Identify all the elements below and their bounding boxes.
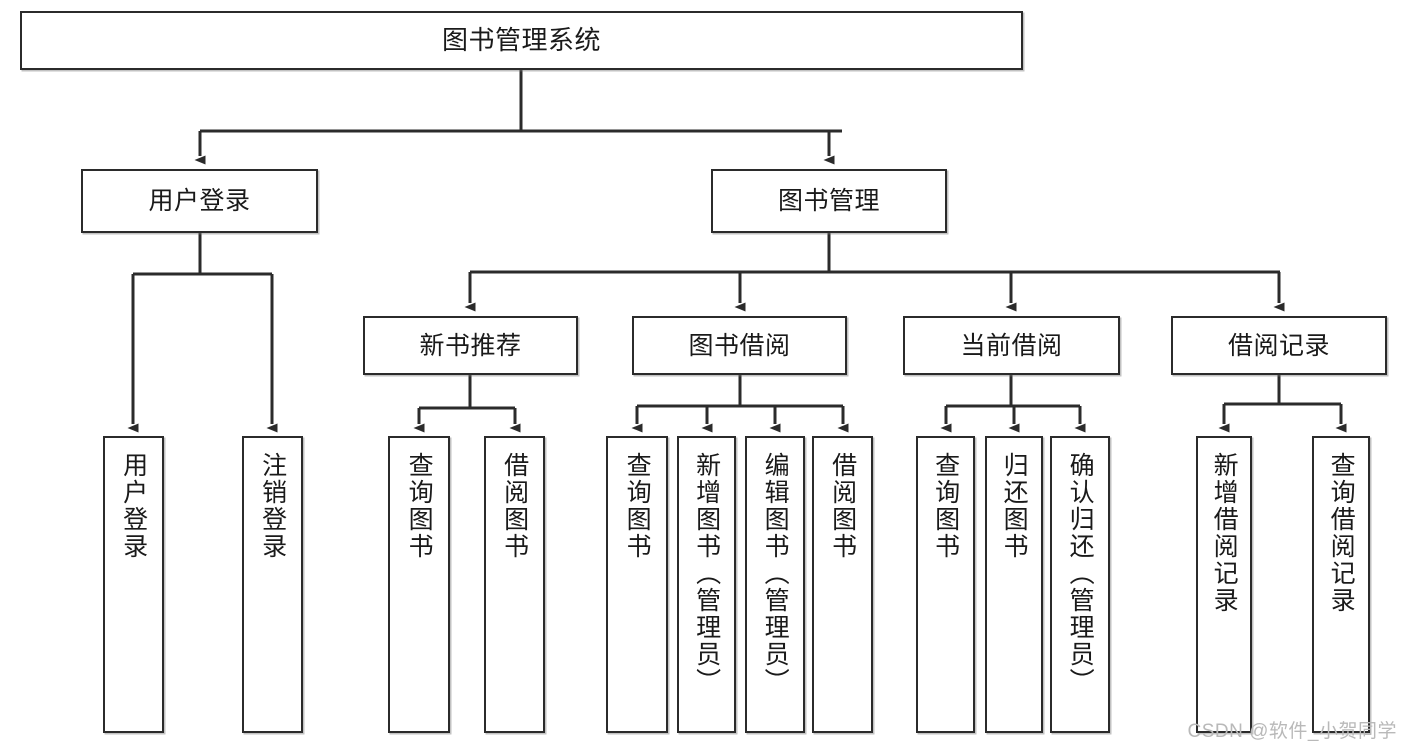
node-user-login[interactable]: 用户登录	[81, 169, 318, 233]
node-book-management[interactable]: 图书管理	[711, 169, 947, 233]
leaf-record-add-record[interactable]: 新增借阅记录	[1196, 436, 1252, 733]
leaf-new-book-borrow[interactable]: 借阅图书	[484, 436, 545, 733]
node-label: 新增借阅记录	[1210, 452, 1239, 614]
leaf-borrow-add-book-admin[interactable]: 新增图书（管理员）	[677, 436, 736, 733]
node-label: 归还图书	[1000, 452, 1029, 560]
leaf-current-confirm-return-admin[interactable]: 确认归还（管理员）	[1050, 436, 1110, 733]
leaf-borrow-query-book[interactable]: 查询图书	[606, 436, 668, 733]
leaf-current-return-book[interactable]: 归还图书	[985, 436, 1043, 733]
node-label: 图书管理	[777, 187, 880, 215]
node-label: 查询图书	[623, 452, 652, 560]
node-label: 新书推荐	[419, 331, 522, 360]
node-label: 图书管理系统	[441, 24, 601, 55]
leaf-new-book-query[interactable]: 查询图书	[388, 436, 450, 733]
node-label: 用户登录	[148, 187, 251, 215]
node-label: 借阅图书	[828, 452, 857, 560]
node-label: 查询图书	[931, 452, 960, 560]
node-label: 编辑图书（管理员）	[761, 452, 790, 695]
node-label: 查询图书	[405, 452, 434, 560]
node-label: 新增图书（管理员）	[692, 452, 721, 695]
node-label: 借阅记录	[1227, 331, 1330, 360]
leaf-user-login-login[interactable]: 用户登录	[103, 436, 164, 733]
node-root-system[interactable]: 图书管理系统	[20, 11, 1023, 70]
node-label: 注销登录	[258, 452, 287, 560]
csdn-watermark: CSDN @软件_小贺同学	[1187, 721, 1397, 742]
node-new-book-recommend[interactable]: 新书推荐	[363, 316, 578, 375]
node-label: 借阅图书	[500, 452, 529, 560]
node-borrow-record[interactable]: 借阅记录	[1171, 316, 1387, 375]
leaf-borrow-edit-book-admin[interactable]: 编辑图书（管理员）	[745, 436, 805, 733]
leaf-user-login-logout[interactable]: 注销登录	[242, 436, 303, 733]
node-label: 确认归还（管理员）	[1066, 452, 1095, 695]
leaf-borrow-borrow-book[interactable]: 借阅图书	[812, 436, 873, 733]
node-book-borrow[interactable]: 图书借阅	[632, 316, 847, 375]
leaf-current-query-book[interactable]: 查询图书	[916, 436, 975, 733]
leaf-record-query-record[interactable]: 查询借阅记录	[1312, 436, 1370, 733]
node-label: 当前借阅	[960, 331, 1063, 360]
node-current-borrow[interactable]: 当前借阅	[903, 316, 1120, 375]
node-label: 图书借阅	[688, 331, 791, 360]
node-label: 查询借阅记录	[1327, 452, 1356, 614]
node-label: 用户登录	[119, 452, 148, 560]
